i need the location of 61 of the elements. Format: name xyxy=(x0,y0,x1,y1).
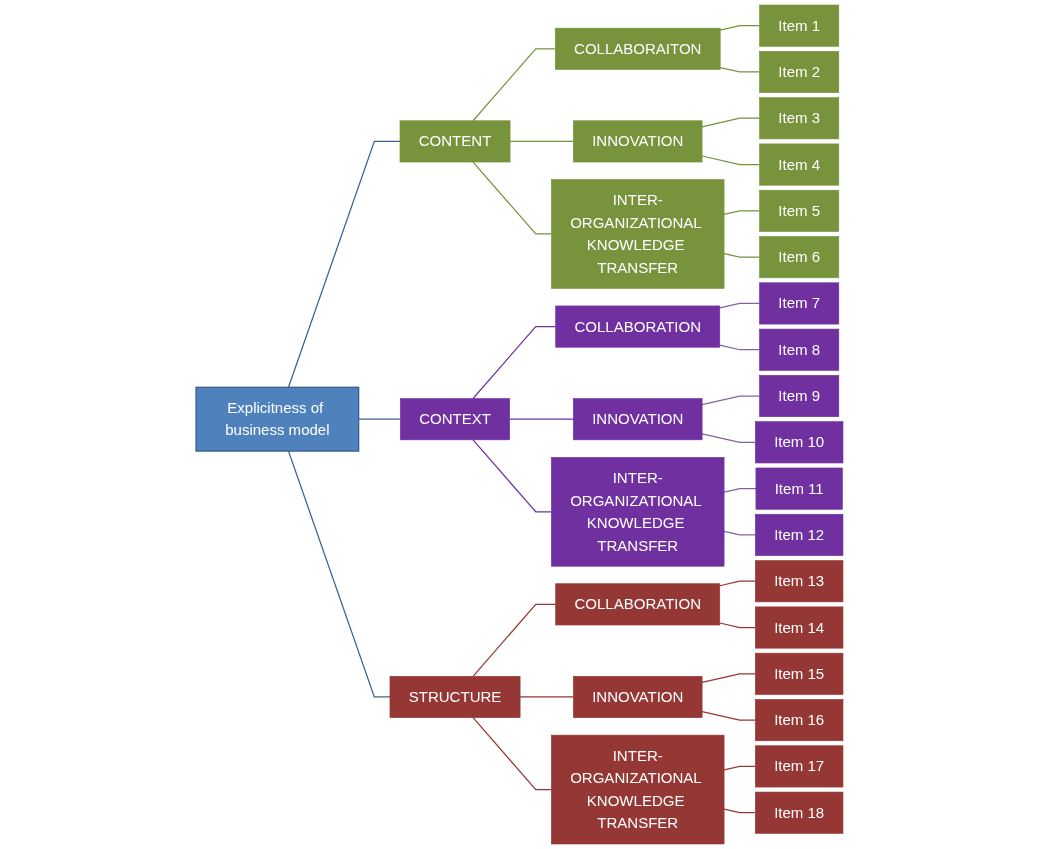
connector xyxy=(472,325,557,400)
connector xyxy=(719,580,756,587)
node-box: Item 14 xyxy=(755,606,844,649)
node-box: Item 17 xyxy=(755,745,844,788)
node-box: Item 18 xyxy=(755,791,844,834)
connector xyxy=(701,155,761,166)
node-box: INNOVATION xyxy=(573,120,703,163)
node-box: INTER-ORGANIZATIONAL KNOWLEDGE TRANSFER xyxy=(551,457,725,567)
node-box: Item 10 xyxy=(755,421,844,464)
node-box: CONTENT xyxy=(399,120,511,163)
connector xyxy=(701,433,756,443)
connector xyxy=(358,418,402,420)
node-box: COLLABORATION xyxy=(555,305,721,348)
connector xyxy=(509,418,574,420)
connector xyxy=(472,717,552,791)
node-box: Item 13 xyxy=(755,560,844,603)
node-box: Item 16 xyxy=(755,699,844,742)
node-box: Item 8 xyxy=(759,328,840,371)
connector xyxy=(701,117,761,128)
connector xyxy=(723,765,756,771)
connector xyxy=(701,710,756,721)
connector xyxy=(723,808,756,814)
connector xyxy=(719,622,756,629)
node-box: INTER-ORGANIZATIONAL KNOWLEDGE TRANSFER xyxy=(551,734,725,845)
node-box: INNOVATION xyxy=(573,398,703,441)
connector xyxy=(719,302,761,309)
connector xyxy=(719,344,761,351)
node-box: INNOVATION xyxy=(573,676,703,718)
node-box: Item 15 xyxy=(755,652,844,695)
node-box: Item 6 xyxy=(759,236,840,279)
connector xyxy=(701,673,756,683)
node-box: Item 12 xyxy=(755,513,844,556)
node-box: Item 2 xyxy=(759,51,840,93)
node-box: COLLABORATION xyxy=(555,583,721,626)
connector xyxy=(723,488,757,493)
connector xyxy=(723,530,756,536)
node-box: Item 1 xyxy=(759,4,840,47)
connector xyxy=(287,140,401,388)
connector xyxy=(723,210,761,215)
node-box: CONTEXT xyxy=(400,398,510,441)
connector xyxy=(719,66,761,73)
connector xyxy=(519,696,574,698)
node-box: Item 9 xyxy=(759,375,840,417)
connector xyxy=(701,395,761,406)
connector xyxy=(723,252,761,258)
connector xyxy=(472,48,556,122)
node-box: Item 3 xyxy=(759,97,840,140)
node-box: STRUCTURE xyxy=(389,676,521,718)
node-box: Item 5 xyxy=(759,189,840,232)
node-box: Item 7 xyxy=(759,282,840,325)
node-box: Explicitness of business model xyxy=(195,386,360,452)
connector xyxy=(472,439,552,513)
connector xyxy=(719,25,761,31)
connector xyxy=(509,140,574,143)
node-box: COLLABORAITON xyxy=(554,27,721,70)
connector xyxy=(287,450,391,698)
node-box: INTER-ORGANIZATIONAL KNOWLEDGE TRANSFER xyxy=(551,179,725,289)
connector xyxy=(472,161,552,235)
connector xyxy=(472,603,557,677)
node-box: Item 11 xyxy=(755,467,843,510)
node-box: Item 4 xyxy=(759,143,840,186)
